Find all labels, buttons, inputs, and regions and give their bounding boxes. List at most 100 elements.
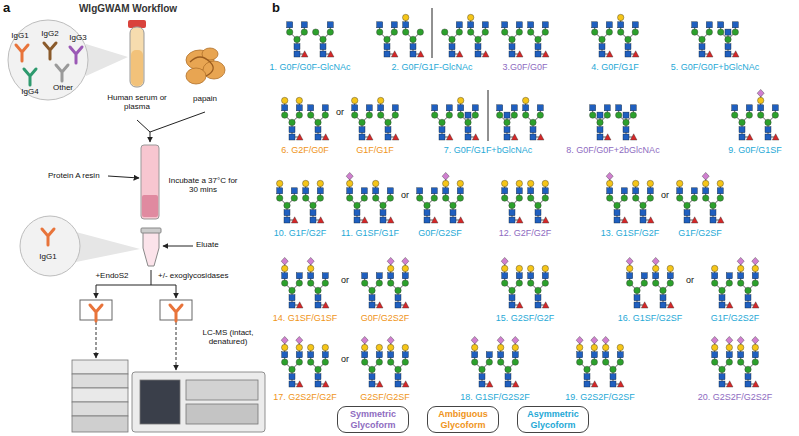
glycan bbox=[377, 22, 398, 57]
glycan bbox=[468, 14, 489, 57]
antibody-icon bbox=[24, 69, 36, 85]
antibody-icon bbox=[56, 65, 68, 81]
glycan bbox=[602, 336, 624, 387]
glycoform-label: 16. G1SF/G2SF bbox=[618, 313, 683, 323]
subclass-label: IgG1 bbox=[11, 31, 28, 40]
panel-letter: a bbox=[3, 1, 10, 16]
glycan bbox=[732, 105, 753, 140]
glycoform-label: 20. G2S2F/G2S2F bbox=[698, 392, 773, 402]
panel-letter: b bbox=[272, 1, 280, 16]
glycan bbox=[281, 257, 303, 308]
glycoform-label: 6. G2F/G0F bbox=[281, 145, 329, 155]
glycan bbox=[307, 257, 329, 308]
instrument-label: LC-MS (intact, denatured) bbox=[190, 328, 266, 346]
glycan bbox=[373, 180, 394, 223]
glycan bbox=[618, 14, 639, 57]
glycan bbox=[417, 188, 438, 223]
glycan bbox=[346, 172, 368, 223]
glycan bbox=[616, 105, 637, 140]
glycan bbox=[528, 265, 549, 308]
sample-label: Human serum or plasma bbox=[106, 93, 168, 111]
glycoform-label: 9. G0F/G1SF bbox=[728, 145, 782, 155]
glycan bbox=[576, 336, 598, 387]
glycan bbox=[497, 336, 519, 387]
enzyme-label: papain bbox=[193, 94, 217, 103]
divider-line bbox=[488, 90, 489, 141]
glycan bbox=[282, 97, 303, 140]
glycoform-label: G1F/G2S2F bbox=[711, 313, 760, 323]
glycan bbox=[523, 97, 544, 140]
glycan bbox=[757, 89, 779, 140]
glycan bbox=[692, 22, 713, 57]
glycan bbox=[737, 257, 759, 308]
glycan bbox=[308, 105, 329, 140]
glycoform-label: 19. G2S2F/G2SF bbox=[565, 392, 635, 402]
resin-label: Protein A resin bbox=[48, 171, 100, 180]
glycan bbox=[677, 180, 698, 223]
or-label: or bbox=[401, 190, 409, 200]
glycan bbox=[633, 180, 654, 223]
glycoform-label: G2SF/G2SF bbox=[360, 392, 410, 402]
glycan bbox=[313, 22, 334, 57]
glycoform-label: 10. G1F/G2F bbox=[274, 228, 327, 238]
glycan bbox=[497, 105, 518, 140]
glycan bbox=[277, 180, 298, 223]
glycan bbox=[652, 257, 674, 308]
glycan bbox=[702, 172, 724, 223]
treatment-label: +/- exoglycosidases bbox=[158, 271, 228, 280]
glycoform-label: 5. G0F/G0F+bGlcNAc bbox=[671, 62, 759, 72]
glycoform-label: 7. G0F/G1F+bGlcNAc bbox=[444, 145, 532, 155]
glycan bbox=[362, 273, 383, 308]
glycoform-label: 4. G0F/G1F bbox=[591, 62, 639, 72]
glycoform-label: 11. G1SF/G1F bbox=[341, 228, 399, 238]
glycoform-label: 18. G1SF/G2S2F bbox=[460, 392, 530, 402]
subclass-label: IgG2 bbox=[41, 29, 58, 38]
glycan bbox=[626, 257, 648, 308]
glycan bbox=[528, 22, 549, 57]
legend-text: Symmetric Glycoform bbox=[342, 409, 404, 430]
glycan bbox=[432, 105, 453, 140]
legend-swatch: Asymmetric Glycoform bbox=[517, 406, 589, 433]
antibody-icon bbox=[42, 229, 54, 245]
glycan bbox=[590, 105, 611, 140]
glycoform-label: 14. G1SF/G1SF bbox=[273, 313, 338, 323]
antibody-icons bbox=[16, 43, 182, 321]
glycan bbox=[592, 22, 613, 57]
subclass-label: IgG4 bbox=[21, 87, 38, 96]
subclass-label: Other bbox=[53, 83, 73, 92]
glycan bbox=[308, 344, 329, 387]
workflow-art bbox=[8, 20, 265, 432]
glycoform-label: G1F/G2SF bbox=[678, 228, 722, 238]
glycan bbox=[718, 22, 739, 57]
or-label: or bbox=[686, 275, 694, 285]
or-label: or bbox=[341, 354, 349, 364]
glycan bbox=[737, 336, 759, 387]
glycoform-label: 1. G0F/G0F-GlcNAc bbox=[269, 62, 350, 72]
glycoform-label: 12. G2F/G2F bbox=[499, 228, 552, 238]
eluate-label: Eluate bbox=[196, 240, 219, 249]
glycan bbox=[528, 180, 549, 223]
glycan bbox=[361, 336, 383, 387]
glycan bbox=[403, 14, 424, 57]
glycoform-label: G1F/G1F bbox=[356, 145, 394, 155]
glycan bbox=[471, 336, 493, 387]
antibody-icon bbox=[170, 305, 182, 321]
glycoform-label: 8. G0F/G0F+2bGlcNAc bbox=[566, 145, 659, 155]
legend-text: Ambiguous Glycoform bbox=[432, 409, 494, 430]
workflow-title: WIgGWAM Workflow bbox=[79, 3, 177, 15]
antibody-icon bbox=[90, 305, 102, 321]
glycan bbox=[442, 22, 463, 57]
subclass-label: IgG1 bbox=[39, 252, 56, 261]
glycan bbox=[387, 336, 409, 387]
antibody-icon bbox=[70, 47, 82, 63]
glycoform-label: 2. G0F/G1F-GlcNAc bbox=[391, 62, 472, 72]
glycan bbox=[303, 180, 324, 223]
glycan bbox=[442, 172, 464, 223]
glycoform-label: 3.G0F/G0F bbox=[502, 62, 547, 72]
legend-swatch: Symmetric Glycoform bbox=[337, 406, 409, 433]
glycan bbox=[711, 336, 733, 387]
antibody-icon bbox=[44, 43, 56, 59]
glycan bbox=[712, 265, 733, 308]
